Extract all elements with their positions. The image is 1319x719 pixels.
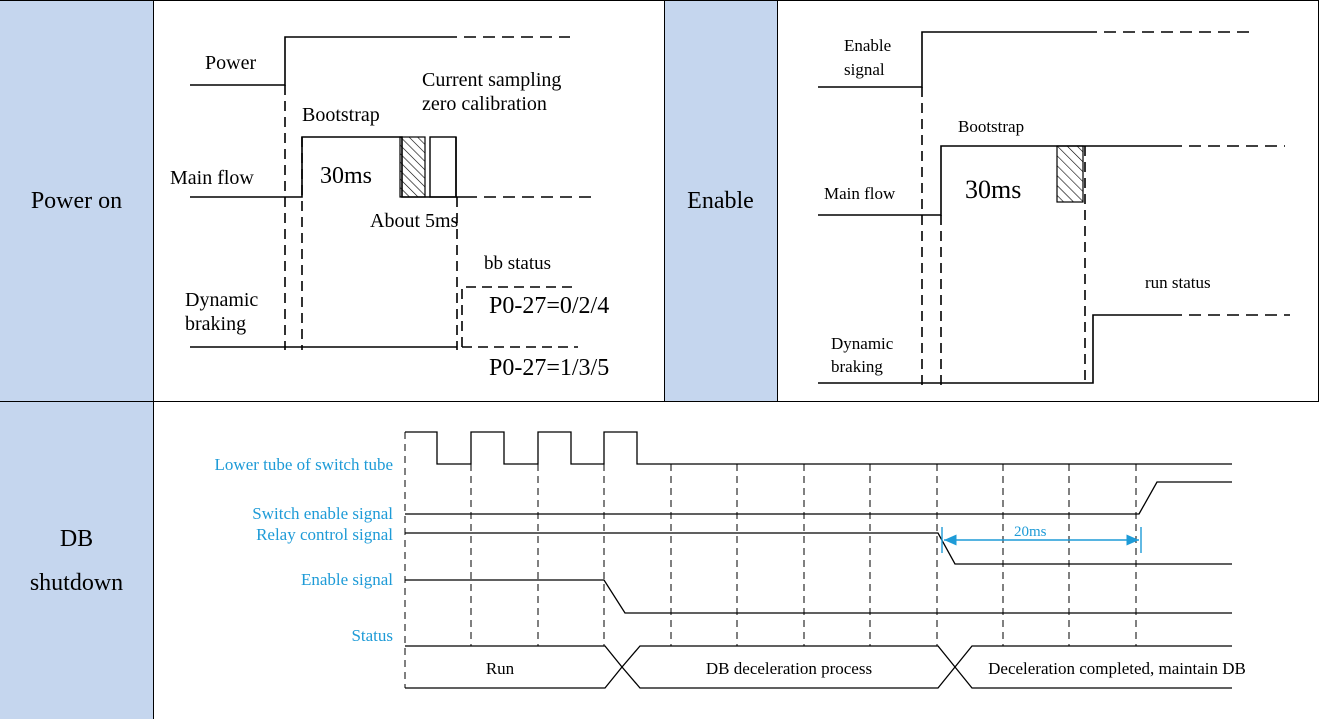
header-db-line2: shutdown (29, 569, 124, 596)
relay-control-line (405, 532, 1232, 565)
label-relay-control: Relay control signal (256, 525, 393, 544)
table-col-divider-1 (153, 0, 154, 719)
table-col-divider-2 (664, 0, 665, 401)
label-phase-run: Run (486, 659, 515, 678)
label-current-1: Current sampling (422, 69, 561, 91)
header-enable: Enable (664, 0, 777, 401)
db-enable-signal-line (405, 579, 1232, 614)
zero-calibration-pulse (429, 136, 457, 198)
label-run-status: run status (1145, 273, 1211, 292)
status-bus-lower (405, 665, 1232, 689)
label-enable-1: Enable (844, 36, 891, 55)
power-signal-line (190, 36, 445, 86)
header-power-on-label: Power on (30, 187, 123, 214)
table-row-divider (0, 401, 1319, 402)
table-col-divider-3 (777, 0, 778, 401)
label-duration-enable: 30ms (965, 175, 1021, 204)
header-db-shutdown: DB shutdown (0, 402, 153, 719)
power-on-waveforms (190, 36, 598, 350)
label-bootstrap-power: Bootstrap (302, 104, 380, 126)
header-enable-label: Enable (687, 187, 754, 214)
label-lower-tube: Lower tube of switch tube (215, 455, 393, 474)
label-duration-power: 30ms (320, 163, 372, 189)
header-db-line1: DB (59, 525, 94, 552)
label-current-2: zero calibration (422, 93, 547, 115)
enable-signal-line (818, 31, 1085, 88)
interval-marker: 20ms (941, 524, 1142, 553)
bb-status-upper (461, 286, 578, 347)
lower-tube-line (405, 431, 1232, 465)
label-dynamic-2-power: braking (185, 313, 246, 335)
label-power: Power (205, 52, 256, 74)
header-power-on: Power on (0, 0, 153, 401)
table-border-top (0, 0, 1319, 1)
label-bb-status: bb status (484, 253, 551, 274)
label-p0-a: P0-27=0/2/4 (489, 293, 609, 319)
db-dashed-guides (404, 432, 1137, 688)
enable-waveforms (818, 31, 1290, 385)
label-phase-decel: DB deceleration process (706, 659, 872, 678)
label-dynamic-2-enable: braking (831, 357, 883, 376)
label-main-flow-power: Main flow (170, 167, 254, 189)
label-bootstrap-enable: Bootstrap (958, 117, 1024, 136)
status-bus-upper (405, 645, 1232, 669)
label-dynamic-1-enable: Dynamic (831, 334, 894, 353)
label-phase-done: Deceleration completed, maintain DB (988, 659, 1246, 678)
db-waveforms (405, 431, 1232, 689)
zero-calibration-hatch (399, 136, 426, 198)
enable-hatch (1056, 145, 1084, 203)
label-status: Status (351, 626, 393, 645)
enable-main-flow-line (818, 145, 1170, 216)
label-switch-enable: Switch enable signal (252, 504, 393, 523)
label-enable-signal: Enable signal (301, 570, 393, 589)
label-interval: 20ms (1014, 524, 1047, 540)
label-p0-b: P0-27=1/3/5 (489, 355, 609, 381)
label-enable-2: signal (844, 60, 885, 79)
label-main-flow-enable: Main flow (824, 184, 896, 203)
enable-dynamic-braking-line (818, 314, 1170, 384)
switch-enable-line (405, 481, 1232, 515)
label-dynamic-1-power: Dynamic (185, 289, 258, 311)
label-about-5ms: About 5ms (370, 210, 459, 232)
